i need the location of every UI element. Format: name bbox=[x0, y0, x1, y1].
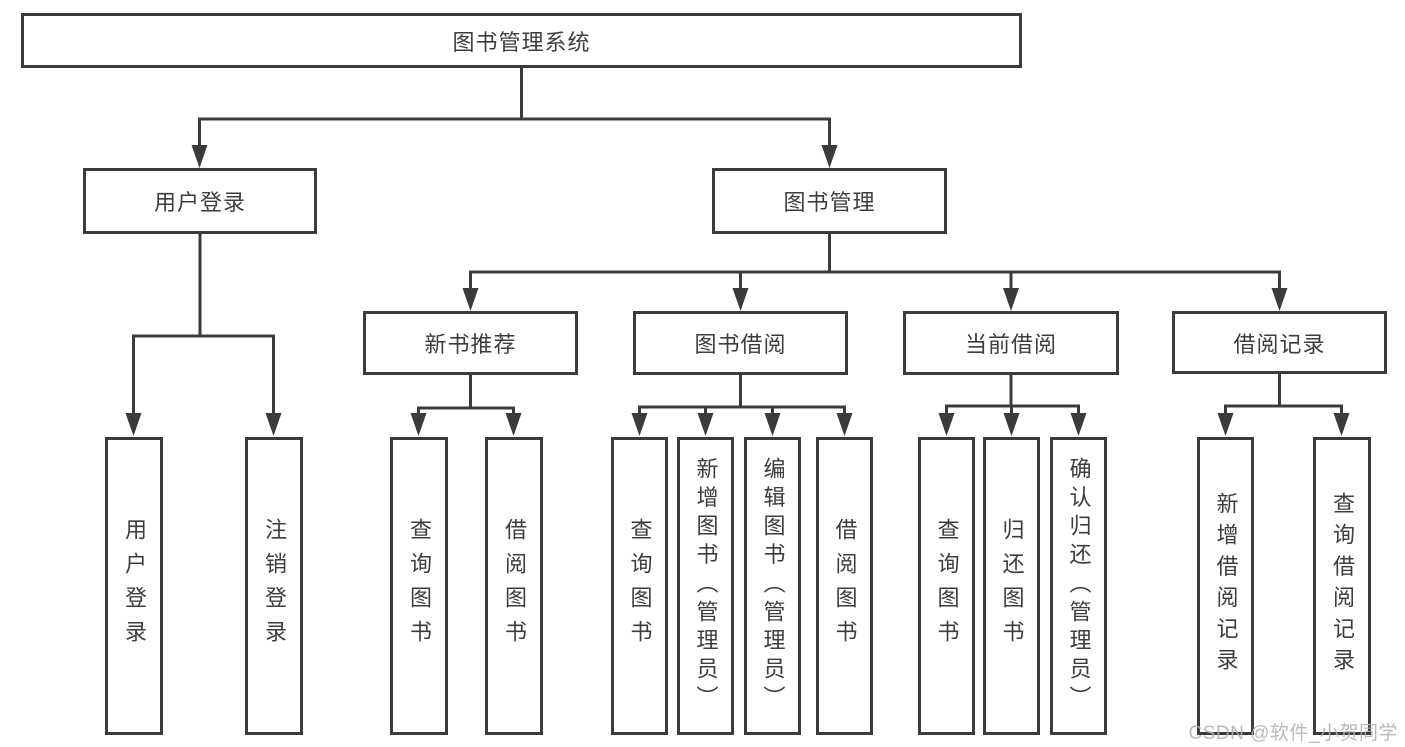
node-label: 确认归还（管理员） bbox=[1066, 457, 1092, 715]
connector-root-to-level2 bbox=[191, 66, 838, 168]
node-library-management-system: 图书管理系统 bbox=[21, 13, 1022, 68]
node-label: 新增借阅记录 bbox=[1213, 492, 1239, 680]
connector-borrowing-records-children bbox=[1217, 373, 1350, 436]
node-label: 查询图书 bbox=[627, 517, 653, 655]
connector-book-management-children bbox=[462, 232, 1288, 311]
leaf-query-books-recommend: 查询图书 bbox=[390, 437, 448, 735]
connector-new-book-recommendation-children bbox=[410, 374, 522, 436]
node-label: 编辑图书（管理员） bbox=[760, 457, 786, 715]
node-label: 用户登录 bbox=[153, 190, 246, 215]
node-label: 新书推荐 bbox=[424, 332, 517, 357]
node-current-borrowing: 当前借阅 bbox=[903, 311, 1119, 375]
leaf-edit-book-admin: 编辑图书（管理员） bbox=[744, 437, 801, 735]
leaf-add-book-admin: 新增图书（管理员） bbox=[677, 437, 734, 735]
node-label: 查询图书 bbox=[934, 517, 960, 655]
node-label: 注销登录 bbox=[262, 517, 287, 655]
leaf-borrow-books-borrowing: 借阅图书 bbox=[816, 437, 873, 735]
leaf-return-book: 归还图书 bbox=[983, 437, 1040, 735]
node-book-management: 图书管理 bbox=[712, 168, 947, 234]
node-label: 用户登录 bbox=[122, 517, 147, 655]
node-label: 新增图书（管理员） bbox=[693, 457, 719, 715]
leaf-add-borrow-record: 新增借阅记录 bbox=[1197, 437, 1254, 735]
leaf-query-books-current: 查询图书 bbox=[918, 437, 975, 735]
node-label: 借阅图书 bbox=[502, 517, 527, 655]
leaf-query-borrow-record: 查询借阅记录 bbox=[1313, 437, 1371, 735]
node-label: 图书借阅 bbox=[694, 332, 787, 357]
csdn-watermark: CSDN @软件_小贺同学 bbox=[1188, 723, 1398, 744]
connector-user-login-children bbox=[125, 232, 282, 436]
leaf-user-login: 用户登录 bbox=[105, 437, 163, 735]
node-label: 借阅图书 bbox=[832, 517, 858, 655]
leaf-logout: 注销登录 bbox=[245, 437, 303, 735]
leaf-confirm-return-admin: 确认归还（管理员） bbox=[1050, 437, 1107, 735]
node-label: 查询借阅记录 bbox=[1330, 492, 1355, 680]
node-user-login: 用户登录 bbox=[83, 168, 317, 234]
node-label: 图书管理 bbox=[783, 190, 876, 215]
node-label: 查询图书 bbox=[407, 517, 432, 655]
node-borrowing-records: 借阅记录 bbox=[1172, 311, 1387, 374]
node-label: 图书管理系统 bbox=[452, 29, 591, 55]
connector-current-borrowing-children bbox=[938, 374, 1087, 436]
node-label: 借阅记录 bbox=[1233, 331, 1326, 357]
leaf-query-books-borrowing: 查询图书 bbox=[611, 437, 668, 735]
node-label: 当前借阅 bbox=[964, 332, 1057, 357]
node-new-book-recommendation: 新书推荐 bbox=[363, 311, 578, 375]
leaf-borrow-books-recommend: 借阅图书 bbox=[485, 437, 543, 735]
node-label: 归还图书 bbox=[999, 517, 1025, 655]
connector-book-borrowing-children bbox=[631, 374, 853, 436]
node-book-borrowing: 图书借阅 bbox=[633, 311, 848, 375]
